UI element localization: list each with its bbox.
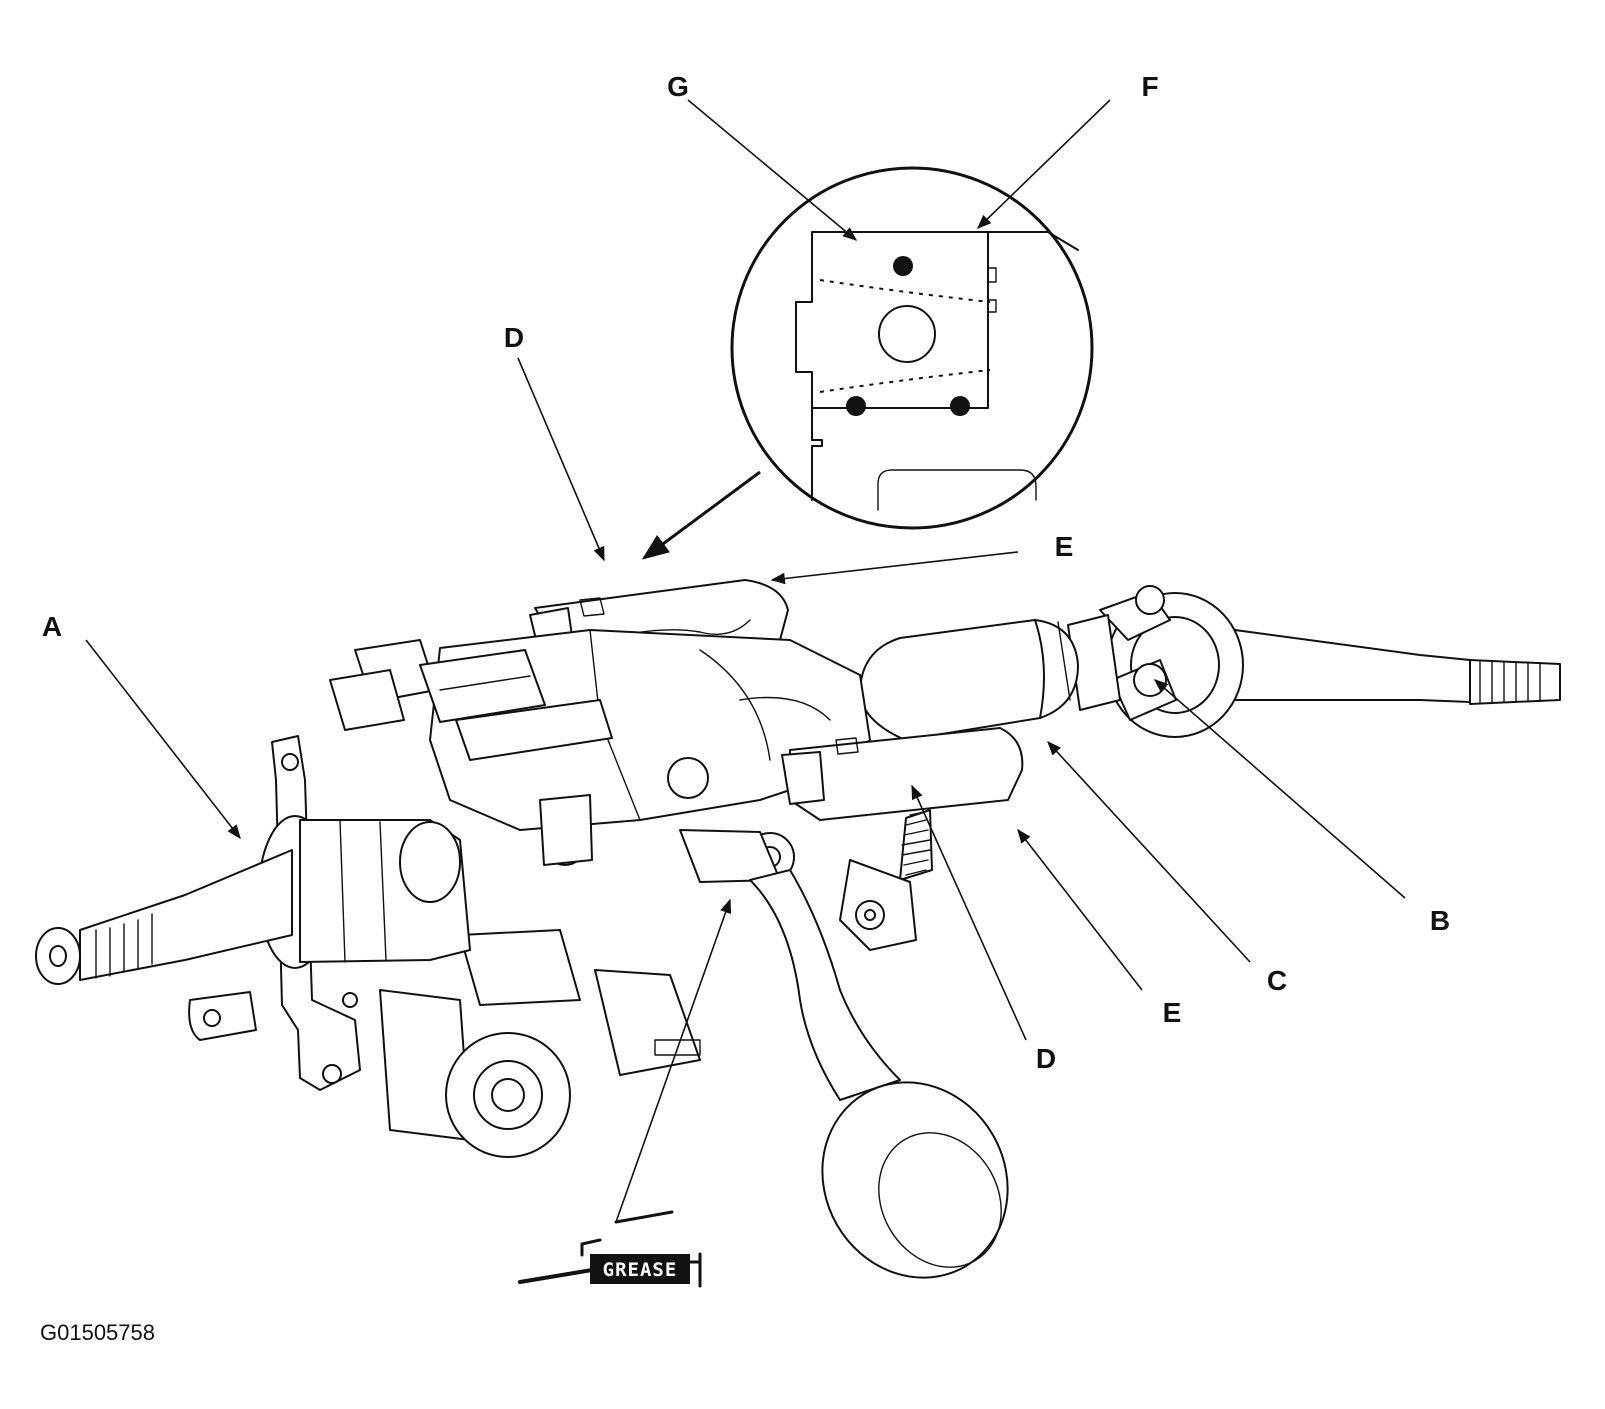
leader-grease (615, 898, 732, 1223)
callout-d-bottom: D (1036, 1043, 1056, 1074)
leader-inset (641, 470, 761, 560)
callout-d-top: D (504, 322, 524, 353)
steering-column-assembly (35, 579, 1561, 1279)
leader-b (1153, 679, 1406, 899)
leader-lines (85, 99, 1406, 1223)
callout-b: B (1430, 905, 1450, 936)
leader-g (687, 99, 858, 241)
leader-d-top (517, 357, 605, 562)
leader-e-bottom (1017, 828, 1143, 991)
leader-d-bottom (911, 784, 1027, 1041)
figure-code: G01505758 (40, 1320, 155, 1345)
callout-g: G (667, 71, 689, 102)
bolt-g-2 (846, 396, 866, 416)
grease-label: GREASE (603, 1259, 678, 1281)
leader-a (85, 639, 241, 840)
callout-a: A (42, 611, 62, 642)
leader-e-top (770, 551, 1019, 585)
detail-inset (730, 166, 1094, 530)
leader-f (976, 99, 1111, 230)
callout-e-bottom: E (1163, 997, 1182, 1028)
grease-symbol: GREASE (518, 1210, 702, 1288)
callout-f: F (1141, 71, 1158, 102)
callout-c: C (1267, 965, 1287, 996)
callout-e-top: E (1055, 531, 1074, 562)
callout-labels: A B C D D E E F G (42, 71, 1450, 1074)
bolt-g-3 (950, 396, 970, 416)
leader-c (1047, 740, 1251, 963)
bolt-g-1 (893, 256, 913, 276)
grease-tube-icon (590, 1254, 690, 1284)
